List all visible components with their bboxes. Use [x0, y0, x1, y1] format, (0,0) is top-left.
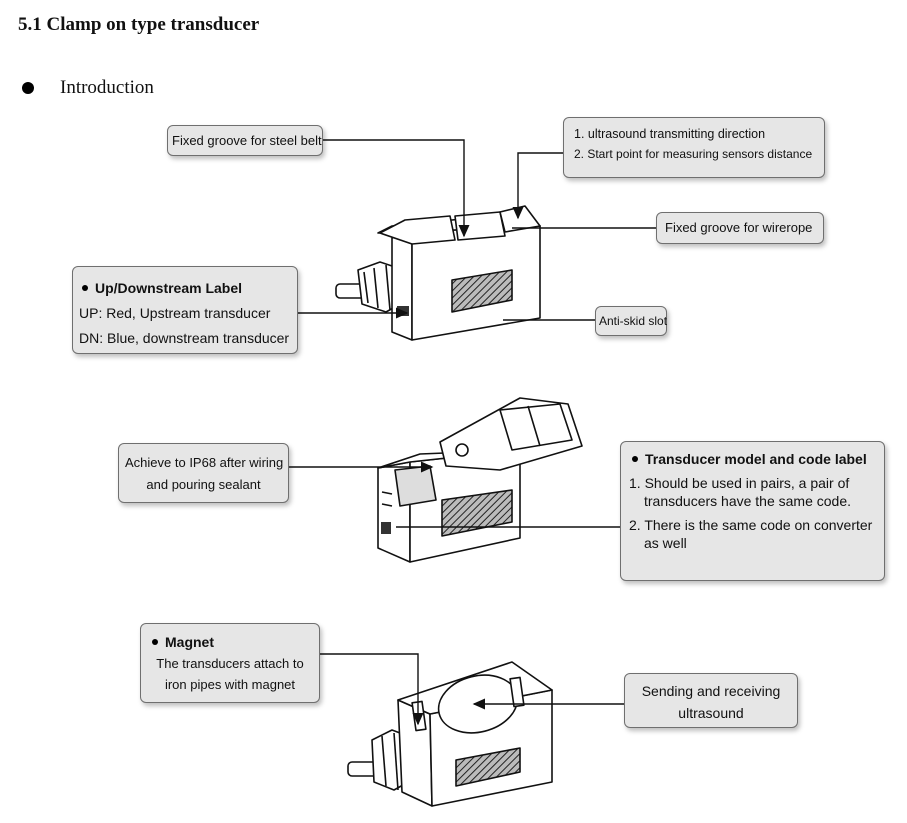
callout-steel-belt: Fixed groove for steel belt — [167, 125, 323, 156]
magnet-line2: iron pipes with magnet — [164, 677, 296, 692]
sending-line2: ultrasound — [678, 705, 744, 721]
bullet-icon — [82, 285, 88, 292]
model-item2-a: 2. There is the same code on converter — [629, 517, 873, 533]
callout-sending: Sending and receiving ultrasound — [624, 673, 798, 728]
callout-wirerope: Fixed groove for wirerope — [656, 212, 824, 244]
steel-belt-text: Fixed groove for steel belt — [172, 133, 322, 148]
section-title: 5.1 Clamp on type transducer — [18, 14, 260, 35]
callout-model-code: Transducer model and code label 1. Shoul… — [620, 441, 885, 581]
updown-dn-text: DN: Blue, downstream transducer — [79, 330, 290, 346]
ultrasound-direction-text: 1. ultrasound transmitting direction — [574, 127, 766, 141]
magnet-line1: The transducers attach to — [156, 656, 304, 671]
bullet-icon — [22, 82, 34, 94]
model-item1-a: 1. Should be used in pairs, a pair of — [629, 475, 850, 491]
transducer-2-illustration — [377, 397, 583, 563]
model-item1-b: transducers have the same code. — [644, 493, 852, 509]
transducer-3-illustration — [347, 661, 553, 807]
ip68-line2: and pouring sealant — [146, 477, 261, 492]
bullet-icon — [632, 456, 638, 463]
updown-title: Up/Downstream Label — [95, 280, 243, 296]
sending-line1: Sending and receiving — [641, 683, 781, 699]
updown-up-text: UP: Red, Upstream transducer — [79, 305, 271, 321]
callout-updown-label: Up/Downstream Label UP: Red, Upstream tr… — [72, 266, 298, 354]
callout-anti-skid: Anti-skid slot — [595, 306, 667, 336]
ip68-line1: Achieve to IP68 after wiring — [125, 455, 284, 470]
model-title: Transducer model and code label — [645, 451, 867, 467]
magnet-title: Magnet — [165, 634, 214, 650]
intro-heading: Introduction — [60, 77, 154, 98]
bullet-icon — [152, 639, 158, 646]
model-item2-b: as well — [644, 535, 687, 551]
callout-ultrasound-direction: 1. ultrasound transmitting direction 2. … — [563, 117, 825, 178]
callout-magnet: Magnet The transducers attach to iron pi… — [140, 623, 320, 703]
wirerope-text: Fixed groove for wirerope — [665, 220, 813, 235]
callout-ip68: Achieve to IP68 after wiring and pouring… — [118, 443, 289, 503]
sensor-distance-text: 2. Start point for measuring sensors dis… — [574, 147, 813, 161]
anti-skid-text: Anti-skid slot — [599, 314, 668, 328]
